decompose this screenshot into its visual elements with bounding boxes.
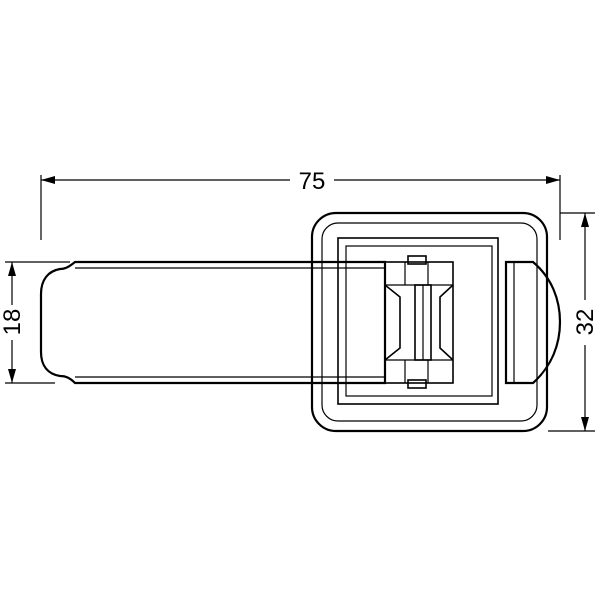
hinge-pin xyxy=(407,255,427,265)
dimension-overall-length: 75 xyxy=(40,168,561,240)
dimension-base-height: 32 xyxy=(548,212,599,432)
dimension-label-latch-height: 18 xyxy=(0,309,26,336)
base-plate-outer xyxy=(310,211,549,433)
catch xyxy=(504,260,562,385)
dimension-label-overall-length: 75 xyxy=(299,168,326,195)
hinge-block xyxy=(384,261,454,384)
hinge xyxy=(384,255,454,389)
base-plate-recess-inner xyxy=(345,245,493,397)
hinge-pin xyxy=(407,379,427,389)
base-plate-recess xyxy=(337,237,499,405)
hinge-link xyxy=(384,284,401,361)
latch-lever-outline xyxy=(39,260,387,385)
latch-lever xyxy=(39,260,387,385)
base-plate xyxy=(310,211,549,433)
catch-outline xyxy=(504,260,562,385)
hinge-link xyxy=(439,284,454,361)
dimension-latch-height: 18 xyxy=(0,261,70,384)
base-plate-inner-edge xyxy=(321,222,538,422)
dimension-label-base-height: 32 xyxy=(572,309,599,336)
